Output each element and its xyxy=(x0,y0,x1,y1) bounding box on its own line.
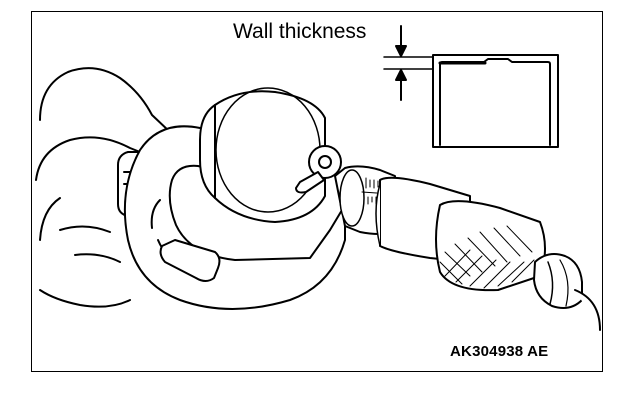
anvil-barrel xyxy=(199,87,326,223)
wall-section-inset xyxy=(432,54,559,148)
figure-code: AK304938 AE xyxy=(450,343,549,360)
thickness-indicator xyxy=(383,25,433,101)
wall-thickness-label: Wall thickness xyxy=(233,20,367,43)
spindle-lock[interactable] xyxy=(295,145,342,194)
ratchet-knurl[interactable] xyxy=(435,200,546,292)
ratchet-stop[interactable] xyxy=(533,253,601,331)
micrometer-frame xyxy=(123,125,346,310)
knurl-pattern xyxy=(439,225,535,289)
